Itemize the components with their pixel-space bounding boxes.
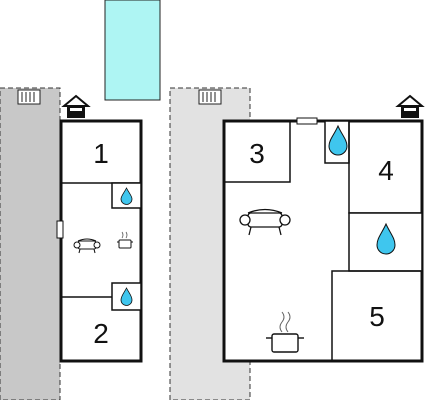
- door-icon: [56, 220, 64, 239]
- room-3: 3: [249, 138, 265, 169]
- room-number: 5: [369, 301, 385, 332]
- sofa-icon: [73, 238, 101, 254]
- water-drop-icon: [120, 287, 133, 306]
- water-drop-icon: [376, 222, 396, 255]
- water-drop-icon: [120, 187, 133, 205]
- cooking-pot-icon: [266, 311, 304, 353]
- pool: [104, 0, 161, 101]
- room-1: 1: [93, 138, 109, 169]
- room-4: 4: [378, 155, 394, 186]
- room-5: 5: [369, 301, 385, 332]
- room-number: 1: [93, 138, 109, 169]
- bathroom-top: [324, 120, 350, 164]
- cooking-pot-icon: [117, 231, 133, 249]
- room-number: 2: [93, 318, 109, 349]
- house-icon: [61, 94, 91, 118]
- room-number: 3: [249, 138, 265, 169]
- window-icon: [296, 117, 318, 125]
- terrace-left: [0, 87, 61, 400]
- unit-left: 1 2: [56, 119, 143, 363]
- bathroom-upper: [111, 182, 142, 209]
- radiator-icon: [17, 89, 41, 105]
- water-drop-icon: [328, 124, 348, 156]
- radiator-icon: [198, 89, 222, 105]
- room-2: 2: [93, 318, 109, 349]
- house-icon: [395, 94, 425, 118]
- room-number: 4: [378, 155, 394, 186]
- unit-right: 3 4 5: [222, 117, 424, 363]
- bathroom-lower: [111, 282, 142, 311]
- bathroom-right: [348, 212, 423, 272]
- sofa-icon: [239, 208, 291, 236]
